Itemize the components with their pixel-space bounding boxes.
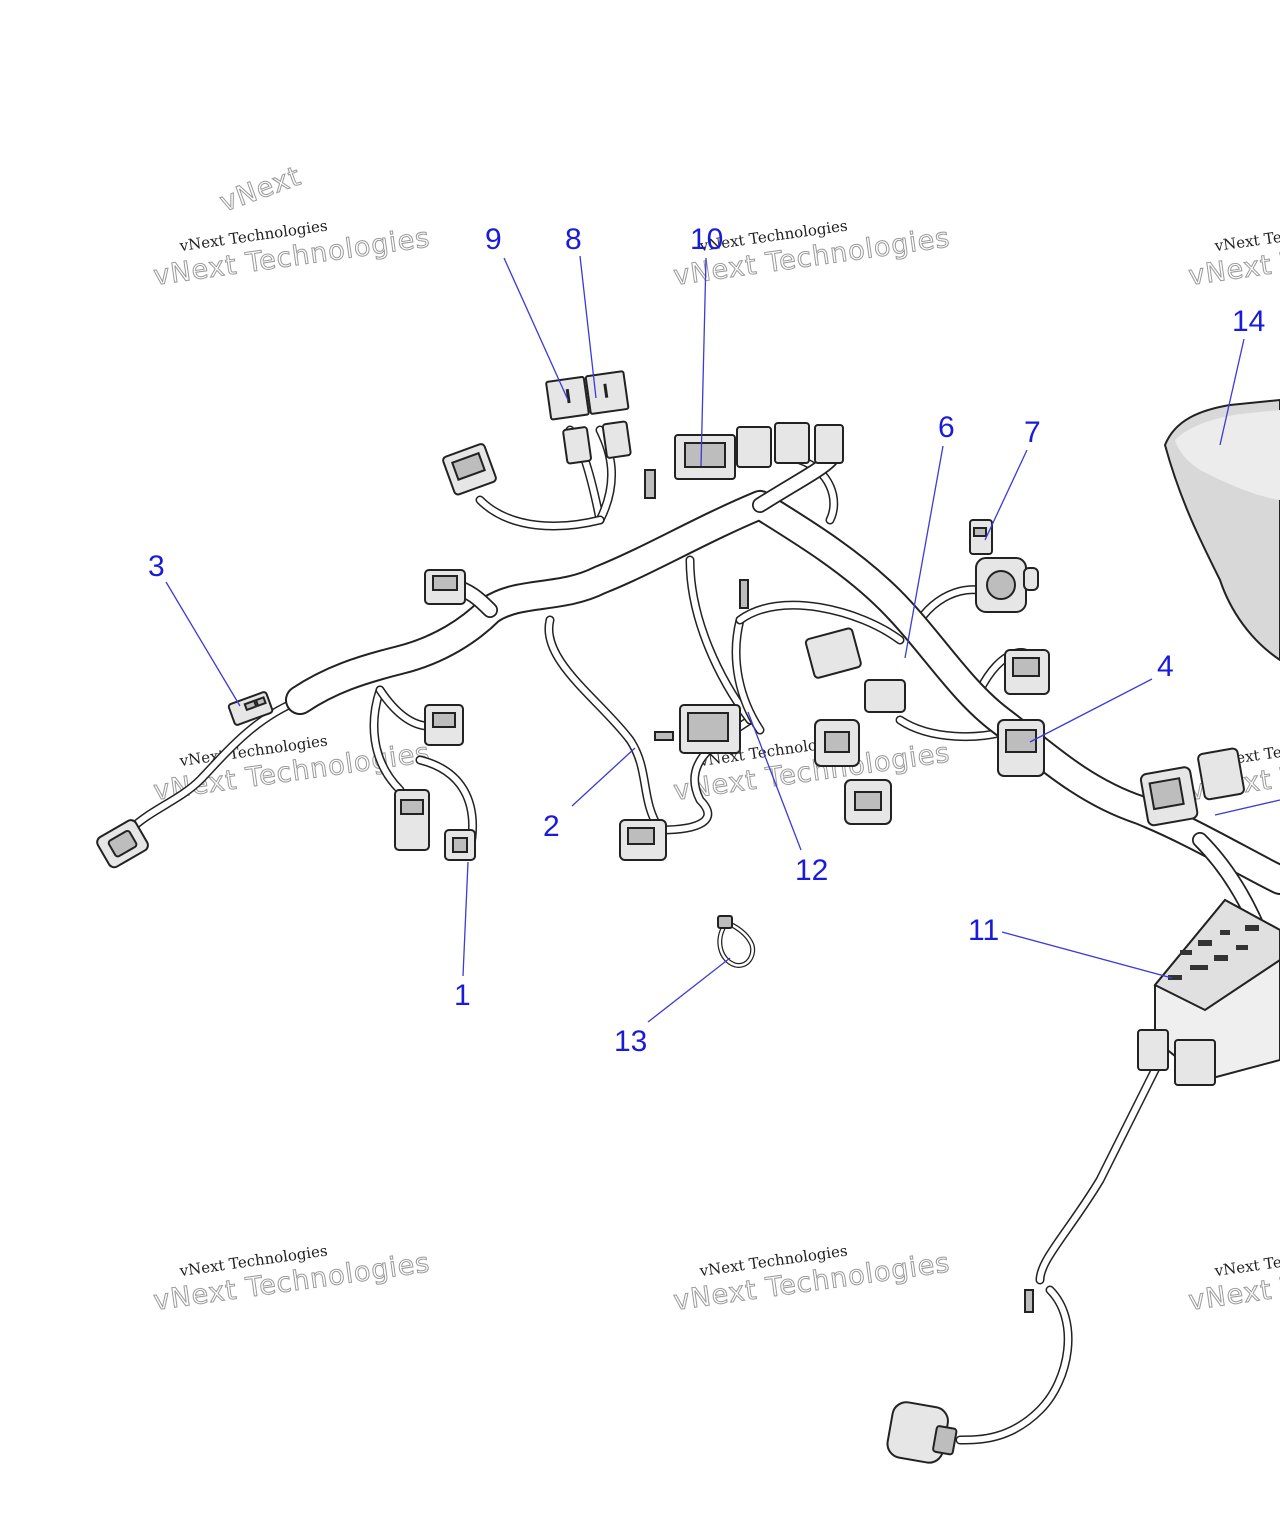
leader-8: [579, 255, 597, 399]
leader-11: [1001, 931, 1173, 979]
connector-top-left: [442, 443, 497, 496]
watermark-bottom-right: vNext Technologies vNext Technologies: [1186, 1242, 1280, 1318]
part-13-cable-tie: [717, 915, 756, 968]
callout-14: 14: [1232, 305, 1265, 338]
callout-9: 9: [485, 223, 502, 256]
callout-7: 7: [1024, 416, 1041, 449]
connector-upper-left: [424, 569, 466, 605]
leader-offpage: [1214, 799, 1280, 816]
part-4-connector: [997, 719, 1045, 777]
callout-6: 6: [938, 411, 955, 444]
fuse-box-lid-marks: [1168, 925, 1259, 980]
leader-9: [503, 257, 569, 401]
leader-1: [462, 861, 469, 977]
part-3-block: [227, 691, 274, 726]
part-9-8-relay-pair: [545, 370, 632, 465]
callout-2: 2: [543, 810, 560, 843]
callout-8: 8: [565, 223, 582, 256]
callout-12: 12: [795, 854, 828, 887]
callout-11: 11: [968, 914, 999, 947]
watermark-outline-text-a: vNext: [216, 161, 305, 219]
callout-4: 4: [1157, 650, 1174, 683]
callout-13: 13: [614, 1025, 647, 1058]
watermark-bottom-left: vNext Technologies vNext Technologies: [151, 1242, 433, 1318]
part-10-connector-cluster: [674, 422, 844, 480]
part-2-connector: [619, 819, 667, 861]
harness-connectors: [96, 370, 1245, 1313]
leader-12: [747, 711, 802, 851]
bolts: [644, 469, 1034, 1313]
leader-3: [165, 581, 241, 707]
watermark-top-right: vNext Technologies vNext Technologies: [1186, 217, 1280, 293]
watermark-bottom-center: vNext Technologies vNext Technologies: [671, 1242, 953, 1318]
leader-10: [700, 257, 707, 467]
part-14-cover: [1163, 398, 1280, 662]
part-12-relay: [679, 704, 741, 754]
leader-14: [1219, 338, 1245, 446]
watermark-top-left: vNext vNext Technologies vNext Technolog…: [151, 160, 433, 292]
leader-4: [1029, 678, 1153, 743]
callout-3: 3: [148, 550, 165, 583]
connector-right-mid: [1004, 649, 1050, 695]
callout-labels: 1 2 3 4 6 7 8 9 10 11 12 13 14: [148, 223, 1265, 1058]
connector-far-left: [96, 819, 149, 869]
harness-branches: [125, 425, 1165, 1445]
leader-13: [647, 957, 731, 1023]
part-7-clip: [969, 519, 993, 555]
watermark-mid-left: vNext Technologies vNext Technologies: [151, 732, 433, 808]
connector-bottom-end: [886, 1401, 958, 1464]
callout-leaders: [165, 255, 1280, 1023]
connector-right-lower: [1139, 747, 1245, 827]
part-6-connectors: [804, 627, 906, 825]
callout-10: 10: [690, 223, 723, 256]
callout-1: 1: [454, 979, 471, 1012]
leader-2: [571, 747, 636, 807]
connector-left-mid: [424, 704, 464, 746]
leader-6: [904, 445, 944, 659]
connector-round-right: [975, 557, 1039, 613]
part-11-fuse-box: [1137, 898, 1280, 1086]
part-1-connector: [394, 789, 476, 861]
leader-7: [984, 449, 1028, 541]
